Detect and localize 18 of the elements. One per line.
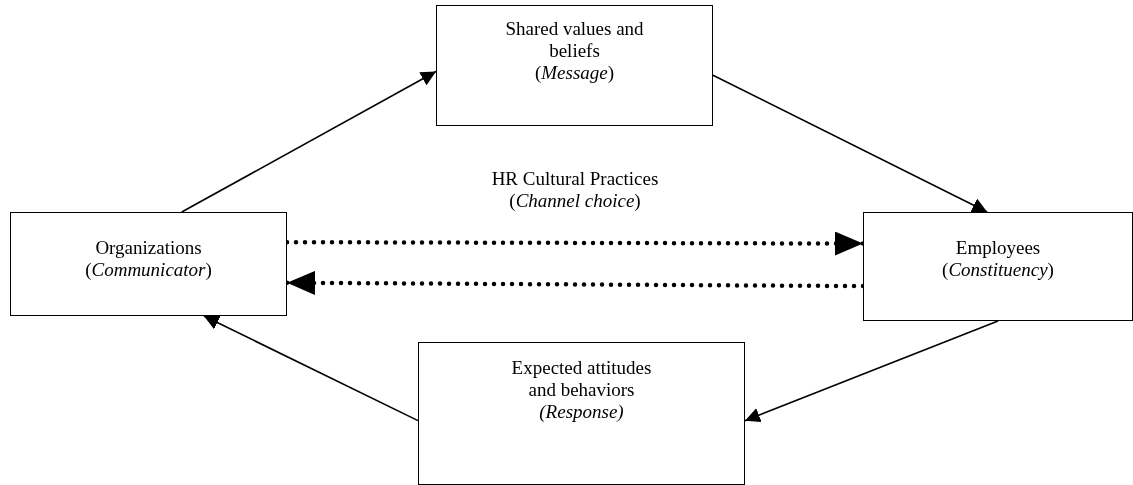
role-label: (Message) bbox=[534, 62, 615, 84]
role-label: (Communicator) bbox=[85, 259, 212, 281]
role-label: (Constituency) bbox=[942, 259, 1054, 281]
concept-box bbox=[418, 342, 745, 485]
concept-box bbox=[10, 212, 287, 316]
arrow bbox=[180, 70, 437, 213]
concept-label: Shared values and beliefs bbox=[504, 18, 645, 62]
concept-label: Expected attitudes and behaviors bbox=[510, 357, 653, 401]
arrow bbox=[203, 315, 419, 422]
arrow bbox=[744, 320, 999, 423]
arrow bbox=[712, 74, 988, 213]
concept-box bbox=[436, 5, 713, 126]
concept-box bbox=[863, 212, 1133, 321]
concept-label: Organizations bbox=[95, 237, 202, 259]
role-label: (Response) bbox=[539, 401, 624, 423]
concept-label: Employees bbox=[955, 237, 1041, 259]
channel-label: (Channel choice) bbox=[509, 190, 641, 212]
practice-label: HR Cultural Practices bbox=[491, 168, 659, 190]
